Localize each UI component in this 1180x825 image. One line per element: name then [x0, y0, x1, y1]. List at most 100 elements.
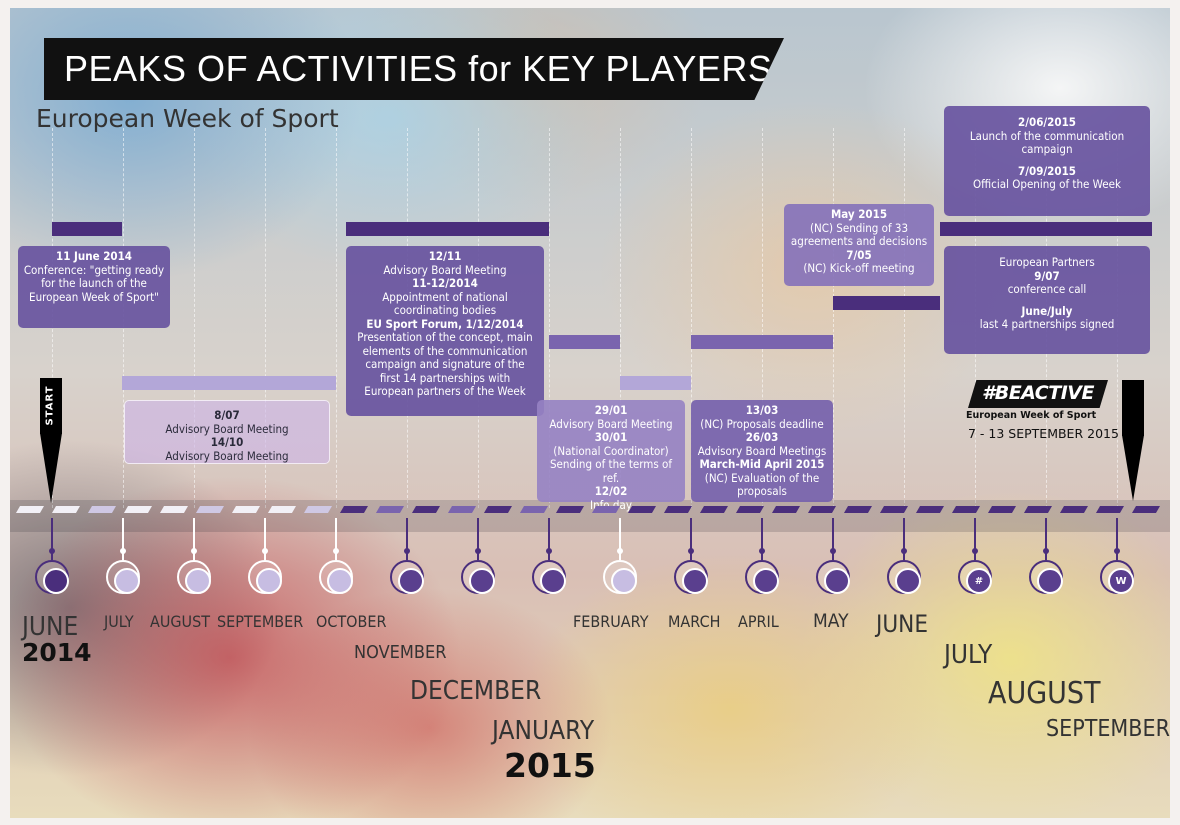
activity-bar	[122, 376, 336, 390]
guide-line	[265, 128, 266, 508]
speech-bubble-icon	[114, 568, 140, 594]
activity-bar	[691, 335, 833, 349]
event-date: 11-12/2014	[412, 276, 478, 290]
month-node	[106, 560, 140, 594]
envelope-icon	[824, 568, 850, 594]
event-text: coordinating bodies	[393, 303, 497, 317]
event-date: 14/10	[210, 435, 244, 449]
month-node	[461, 560, 495, 594]
event-text: for the launch of the	[41, 276, 147, 290]
guide-line	[691, 128, 692, 508]
month-label-august-2015: AUGUST	[988, 676, 1101, 711]
year-label-2014: 2014	[22, 638, 92, 667]
timeline-dash	[663, 506, 693, 513]
event-date: 2/06/2015	[1018, 115, 1076, 129]
month-label-august-2014: AUGUST	[150, 612, 211, 631]
event-text: last 4 partnerships signed	[979, 317, 1115, 331]
node-dot	[49, 548, 55, 554]
node-dot	[901, 548, 907, 554]
event-text: Advisory Board Meeting	[549, 416, 673, 431]
node-dot	[688, 548, 694, 554]
timeline-dash	[591, 506, 621, 513]
month-label-february-2015: FEBRUARY	[573, 612, 649, 631]
event-box-may-2015: May 2015 (NC) Sending of 33 agreements a…	[784, 204, 934, 286]
event-box-jun-sep-2015: 2/06/2015 Launch of the communication ca…	[944, 106, 1150, 216]
magnifier-icon	[753, 568, 779, 594]
timeline-dash	[51, 506, 81, 513]
node-dot	[475, 548, 481, 554]
node-stem	[832, 518, 834, 560]
timeline-dash	[699, 506, 729, 513]
node-dot	[546, 548, 552, 554]
timeline-dash	[1095, 506, 1125, 513]
node-stem	[548, 518, 550, 560]
timeline-dash	[807, 506, 837, 513]
month-node	[177, 560, 211, 594]
node-stem	[477, 518, 479, 560]
event-date: May 2015	[830, 207, 888, 221]
timeline-dash	[771, 506, 801, 513]
event-text: (National Coordinator)	[553, 443, 669, 458]
event-text: Advisory Board Meeting	[165, 421, 289, 436]
node-dot	[617, 548, 623, 554]
month-node	[674, 560, 708, 594]
end-flag	[1122, 380, 1144, 436]
month-node	[248, 560, 282, 594]
event-date: 30/01	[594, 430, 628, 444]
timeline-dash	[411, 506, 441, 513]
node-stem	[1116, 518, 1118, 560]
event-text: campaign	[1021, 142, 1073, 156]
node-stem	[1045, 518, 1047, 560]
month-node	[816, 560, 850, 594]
timeline-dashes	[10, 506, 1170, 518]
guide-line	[833, 128, 834, 508]
event-text: Advisory Board Meetings	[697, 443, 827, 458]
event-text: Launch of the communication	[969, 128, 1125, 143]
timeline-dash	[159, 506, 189, 513]
timeline-band	[10, 500, 1170, 532]
month-node	[887, 560, 921, 594]
month-node	[390, 560, 424, 594]
satellite-dish-icon	[43, 568, 69, 594]
beactive-logo: #BEACTIVE	[968, 380, 1108, 408]
activity-bar	[346, 222, 549, 236]
infographic-canvas: PEAKS OF ACTIVITIES for KEY PLAYERS Euro…	[10, 8, 1170, 818]
event-date: June/July	[1021, 303, 1073, 318]
event-text: (NC) Proposals deadline	[700, 416, 824, 431]
event-text: (NC) Kick-off meeting	[803, 261, 915, 275]
timeline-dash	[1023, 506, 1053, 513]
month-node	[745, 560, 779, 594]
timeline-dash	[627, 506, 657, 513]
event-date: EU Sport Forum, 1/12/2014	[366, 316, 524, 331]
timeline-dash	[915, 506, 945, 513]
month-label-july-2014: JULY	[104, 612, 134, 631]
title-banner: PEAKS OF ACTIVITIES for KEY PLAYERS	[44, 38, 784, 100]
timeline-dash	[447, 506, 477, 513]
node-dot	[333, 548, 339, 554]
event-text: (NC) Sending of 33	[809, 220, 909, 235]
node-dot	[830, 548, 836, 554]
node-stem	[761, 518, 763, 560]
guide-line	[762, 128, 763, 508]
beactive-subtitle: European Week of Sport	[966, 410, 1097, 421]
event-date: 12/02	[594, 484, 628, 498]
timeline-dash	[195, 506, 225, 513]
event-text: Presentation of the concept, main	[357, 330, 533, 344]
timeline-dash	[87, 506, 117, 513]
hashtag-icon: #	[966, 568, 992, 594]
event-text: Appointment of national	[382, 289, 508, 304]
event-date: 11 June 2014	[56, 249, 132, 263]
node-stem	[974, 518, 976, 560]
event-date: 7/09/2015	[1018, 163, 1076, 178]
airplane-icon	[469, 568, 495, 594]
node-stem	[193, 518, 195, 560]
timeline-dash	[555, 506, 585, 513]
node-dot	[120, 548, 126, 554]
event-text: European Partners	[999, 255, 1095, 269]
event-text: agreements and decisions	[790, 234, 928, 248]
node-stem	[406, 518, 408, 560]
event-text: campaign and signature of the	[365, 357, 525, 371]
envelope-icon	[682, 568, 708, 594]
event-date: 13/03	[745, 403, 779, 417]
activity-bar	[940, 222, 1152, 236]
